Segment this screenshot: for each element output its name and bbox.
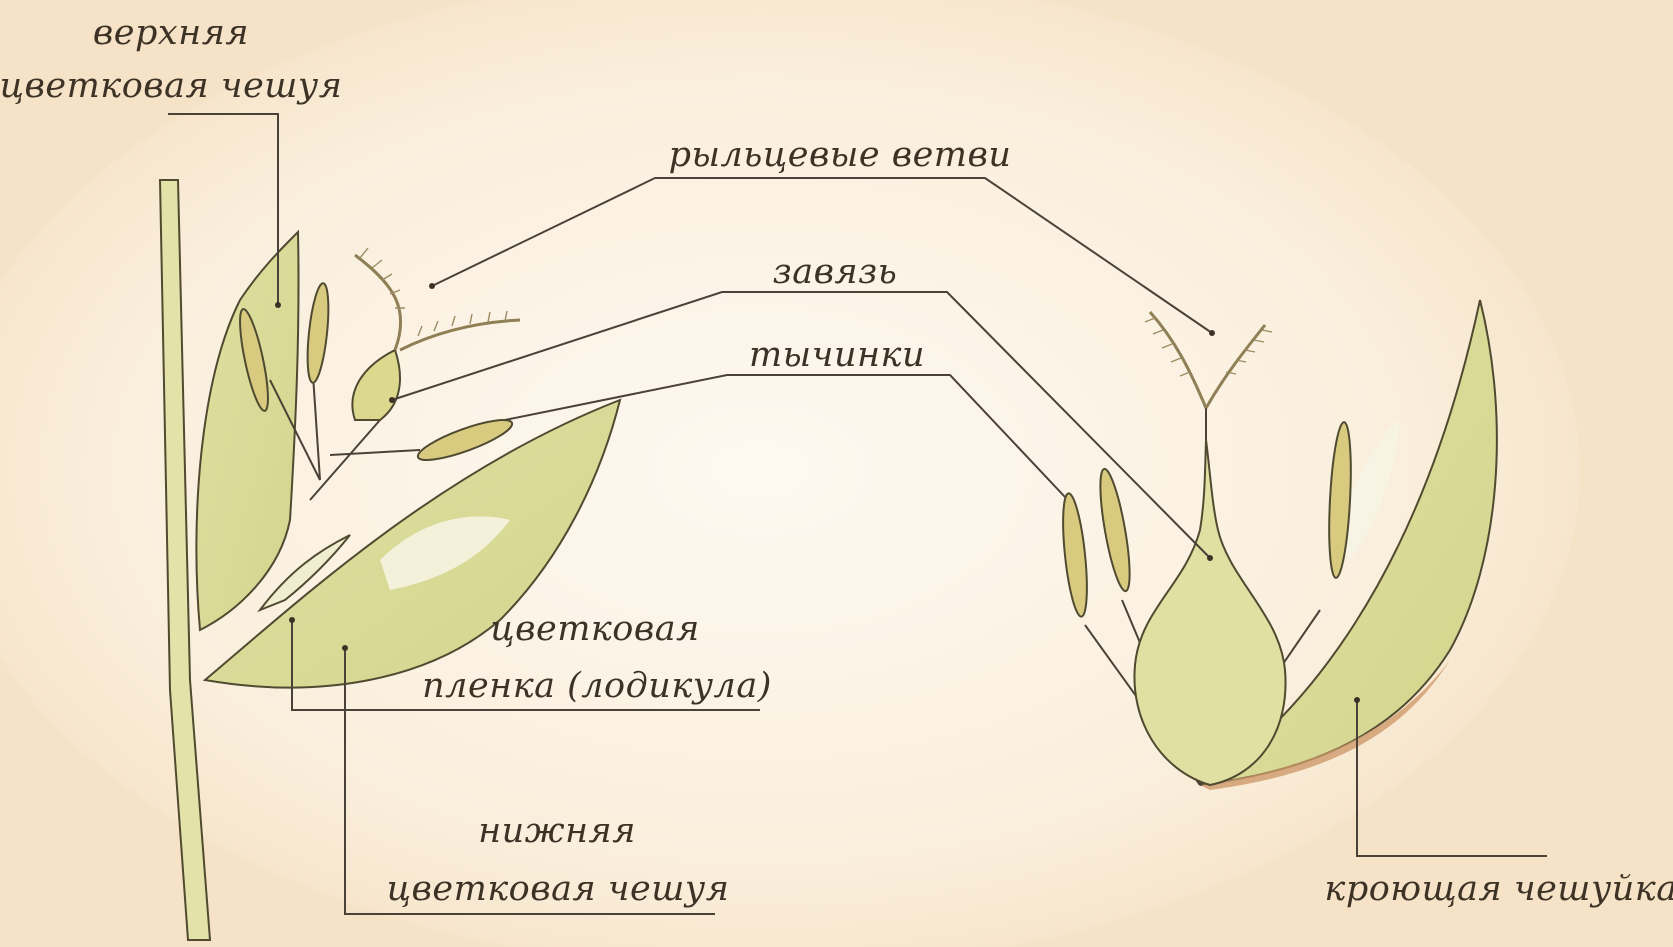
label-glume: кроющая чешуйка: [1324, 869, 1673, 909]
label-lemma-line1: нижняя: [478, 811, 636, 851]
label-lemma-line2: цветковая чешуя: [387, 869, 730, 909]
leader-stigma-dot-right: [1209, 330, 1215, 336]
label-lodicule-line1: цветковая: [490, 609, 700, 649]
label-stigma: рыльцевые ветви: [669, 135, 1012, 175]
leader-ovary-dot-left: [389, 397, 395, 403]
leader-palea-dot: [275, 302, 281, 308]
leader-stigma-dot-left: [429, 283, 435, 289]
label-ovary: завязь: [773, 252, 898, 292]
label-palea-line1: верхняя: [93, 13, 249, 53]
leader-ovary-dot-right: [1207, 555, 1213, 561]
leader-glume-dot: [1354, 697, 1360, 703]
leader-lemma-dot: [342, 645, 348, 651]
label-lodicule-line2: пленка (лодикула): [422, 666, 772, 706]
leader-lodicule-dot: [289, 617, 295, 623]
label-palea-line2: цветковая чешуя: [0, 66, 342, 106]
label-stamens: тычинки: [749, 335, 925, 375]
